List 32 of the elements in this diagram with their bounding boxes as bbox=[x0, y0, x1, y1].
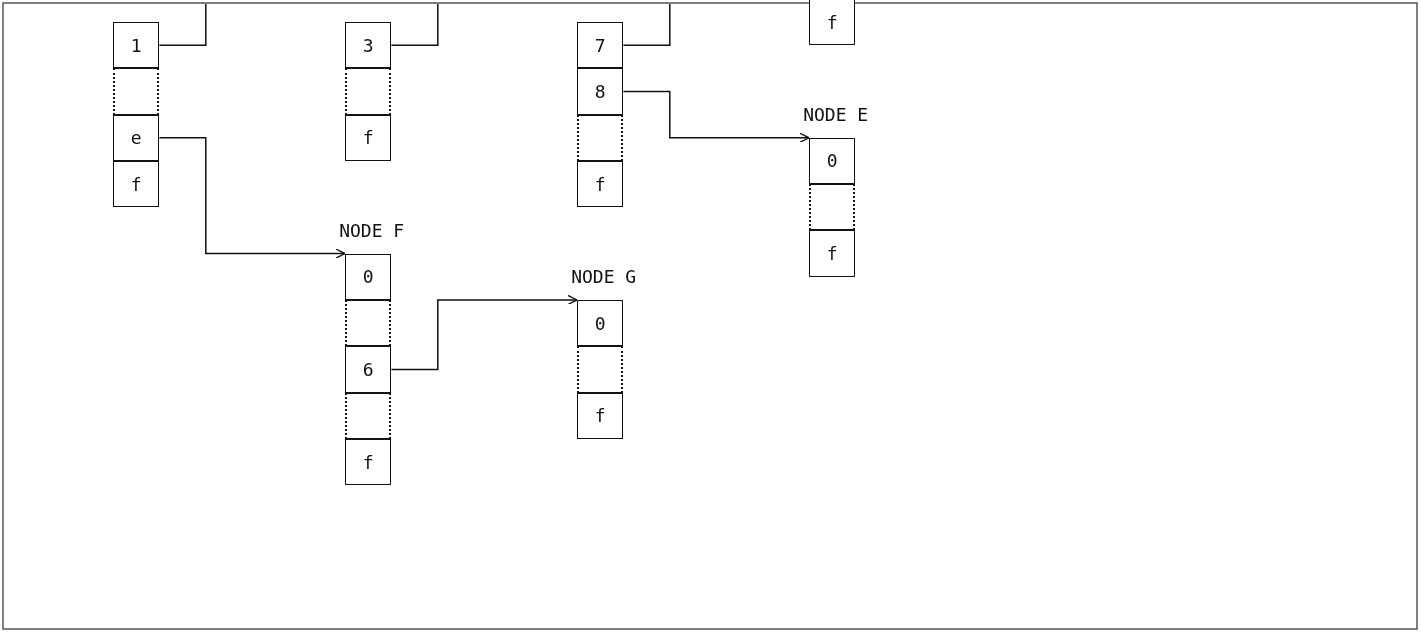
table-cell: 1 bbox=[113, 22, 160, 69]
connector-line bbox=[622, 3, 671, 46]
connector-line bbox=[158, 3, 207, 46]
arrow bbox=[158, 137, 346, 259]
table-cell: f bbox=[809, 230, 856, 277]
arrow bbox=[390, 294, 578, 371]
table-cell: f bbox=[577, 392, 624, 439]
table-cell: f bbox=[809, 0, 856, 46]
ellipsis-cell bbox=[809, 184, 856, 231]
node-heading: NODE E bbox=[803, 103, 869, 127]
table-cell: 0 bbox=[809, 137, 856, 185]
table-cell: 0 bbox=[345, 253, 392, 300]
node-heading: NODE G bbox=[571, 265, 637, 289]
table-cell: 8 bbox=[577, 68, 624, 115]
ellipsis-cell bbox=[345, 299, 392, 347]
connector-line bbox=[390, 3, 439, 46]
arrow bbox=[622, 90, 810, 143]
table-cell: 0 bbox=[577, 299, 624, 347]
table-cell: 6 bbox=[345, 346, 392, 393]
table-cell: f bbox=[113, 160, 160, 208]
ellipsis-cell bbox=[345, 68, 392, 115]
table-cell: f bbox=[345, 114, 392, 161]
table-cell: e bbox=[113, 114, 160, 161]
table-cell: f bbox=[577, 160, 624, 208]
table-cell: 3 bbox=[345, 22, 392, 69]
table-cell: 7 bbox=[577, 22, 624, 69]
ellipsis-cell bbox=[345, 392, 392, 439]
ellipsis-cell bbox=[577, 114, 624, 161]
ellipsis-cell bbox=[113, 68, 160, 115]
node-heading: NODE F bbox=[339, 218, 405, 242]
ellipsis-cell bbox=[577, 346, 624, 393]
table-cell: f bbox=[345, 438, 392, 486]
